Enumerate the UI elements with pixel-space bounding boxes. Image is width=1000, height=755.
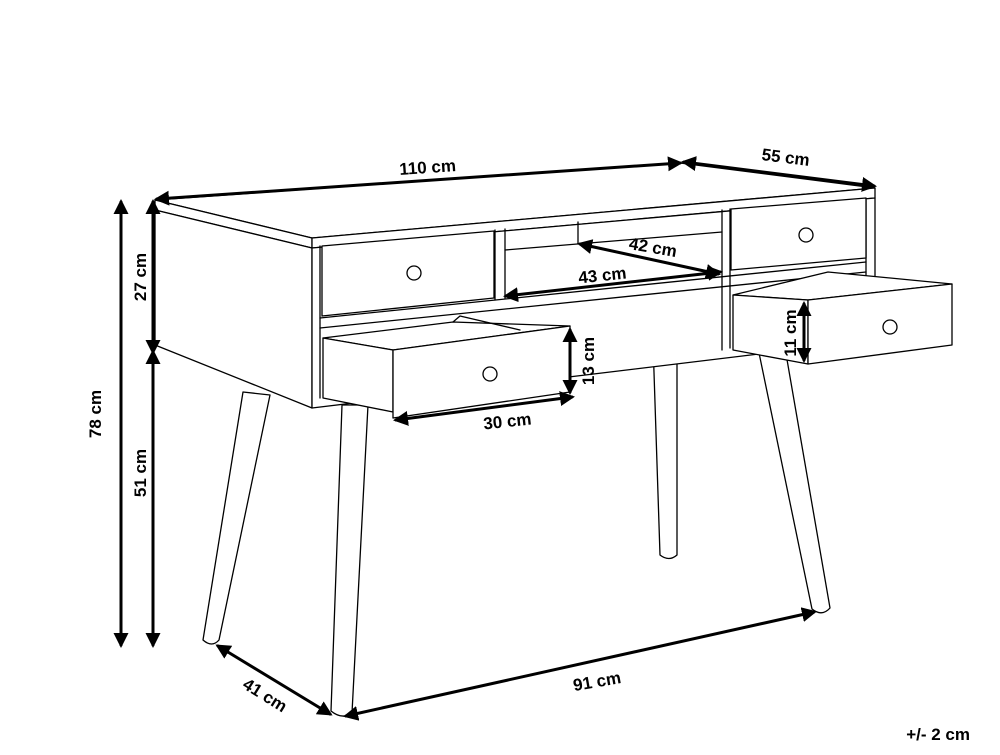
desk-drawing: [154, 162, 953, 717]
knob-icon: [882, 319, 898, 335]
label-width: 110 cm: [399, 156, 457, 179]
knob-icon: [798, 227, 814, 243]
label-depth: 55 cm: [761, 145, 811, 170]
tolerance-note: +/- 2 cm: [906, 725, 970, 744]
label-upper-section: 27 cm: [131, 253, 150, 301]
dimension-lines: [113, 156, 877, 721]
label-drawer-height-left: 13 cm: [579, 337, 598, 385]
label-height: 78 cm: [86, 390, 105, 438]
drawer-open-right: [732, 271, 953, 365]
label-leg-width-span: 91 cm: [572, 668, 623, 695]
label-shelf-width: 43 cm: [577, 264, 627, 288]
label-drawer-width: 30 cm: [482, 410, 532, 434]
label-leg-depth-span: 41 cm: [239, 675, 290, 717]
knob-icon: [482, 366, 498, 382]
label-leg-height: 51 cm: [131, 449, 150, 497]
knob-icon: [406, 265, 422, 281]
label-drawer-height-right: 11 cm: [781, 309, 800, 356]
desk-legs: [202, 341, 831, 717]
